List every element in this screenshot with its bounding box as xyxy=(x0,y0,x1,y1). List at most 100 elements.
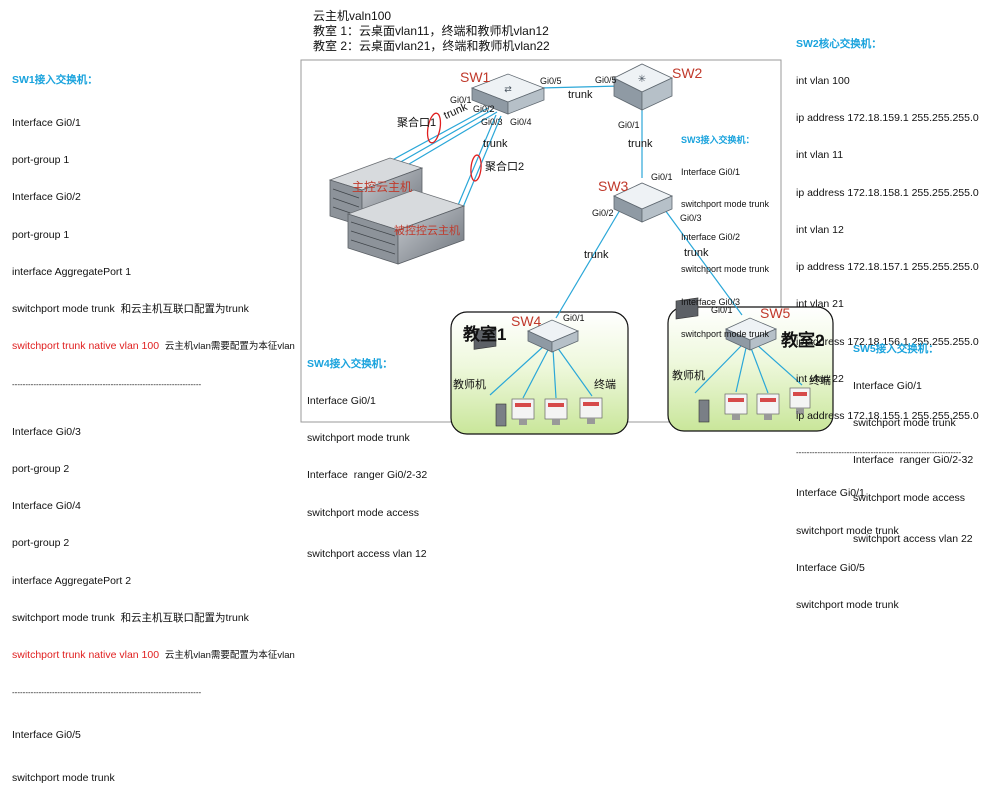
sw1-config-line: Interface Gi0/1 xyxy=(12,117,81,130)
sw2-config-line: ip address 172.18.157.1 255.255.255.0 xyxy=(796,261,979,274)
sw3-config-panel: SW3接入交换机： Interface Gi0/1 switchport mod… xyxy=(681,113,769,351)
sw3-switch-icon xyxy=(613,182,674,223)
sw1-config-line: port-group 1 xyxy=(12,154,70,167)
sw1-trunk1-note: 和云主机互联口配置为trunk xyxy=(120,303,249,316)
sw5-label: SW5 xyxy=(760,305,791,321)
svg-text:✳: ✳ xyxy=(638,74,646,85)
sw2-config-line: int vlan 22 xyxy=(796,372,844,385)
port-label: Gi0/1 xyxy=(450,95,472,105)
room1-teacher-label: 教师机 xyxy=(453,379,486,391)
sw5-config-line: switchport mode trunk xyxy=(853,417,956,430)
sw2-separator: ----------------------------------------… xyxy=(796,448,962,458)
sw2-config-title: SW2核心交换机： xyxy=(796,37,882,50)
sw1-trunk2: switchport mode trunk xyxy=(12,611,115,624)
sw3-config-line: Interface Gi0/1 xyxy=(681,166,741,177)
trunk-label: trunk xyxy=(628,138,653,150)
room2-terminal-1 xyxy=(724,393,748,420)
sw2-label: SW2 xyxy=(672,65,703,81)
room2-teacher-pc xyxy=(675,297,710,423)
sw1-separator: ----------------------------------------… xyxy=(12,688,202,698)
sw5-config-title: SW5接入交换机： xyxy=(853,342,939,355)
sw2-config-line: int vlan 11 xyxy=(796,149,844,162)
network-links xyxy=(369,85,803,399)
top-info-line2: 教室 1：云桌面vlan11，终端和教师机vlan12 xyxy=(313,24,549,38)
room1-terminal-2 xyxy=(544,398,568,425)
trunk-label: trunk xyxy=(684,247,709,259)
controlled-host-label: 被控控云主机 xyxy=(394,225,460,237)
agg2-label: 聚合口2 xyxy=(485,161,525,173)
sw1-config-line: switchport mode trunk xyxy=(12,771,115,784)
sw4-config-line: switchport mode trunk xyxy=(307,432,410,445)
sw4-config-panel: SW4接入交换机： Interface Gi0/1 switchport mod… xyxy=(307,333,427,573)
sw1-config-line: Interface Gi0/3 xyxy=(12,425,81,438)
agg2-ellipse xyxy=(470,154,482,182)
sw1-config-line: Interface Gi0/4 xyxy=(12,500,81,513)
sw4-config-line: switchport access vlan 12 xyxy=(307,547,427,560)
sw5-config-panel: SW5接入交换机： Interface Gi0/1 switchport mod… xyxy=(853,318,973,558)
sw2-switch-icon: ✳ xyxy=(613,63,673,111)
sw2-config-line: ip address 172.18.159.1 255.255.255.0 xyxy=(796,112,979,125)
sw1-config-line: Interface Gi0/2 xyxy=(12,191,81,204)
sw2-config-line: switchport mode trunk xyxy=(796,599,899,612)
port-label: Gi0/5 xyxy=(540,76,562,86)
port-label: Gi0/1 xyxy=(711,305,733,315)
sw2-config-line: int vlan 12 xyxy=(796,223,844,236)
main-host-label: 主控云主机 xyxy=(352,180,413,194)
port-label: Gi0/3 xyxy=(680,213,702,223)
sw5-config-line: Interface ranger Gi0/2-32 xyxy=(853,454,974,467)
room2-terminal-2 xyxy=(756,393,780,420)
sw1-config-line: port-group 1 xyxy=(12,228,70,241)
sw1-native2: switchport trunk native vlan 100 xyxy=(12,649,160,662)
sw3-config-line: switchport mode trunk xyxy=(681,264,770,275)
top-info-line3: 教室 2：云桌面vlan21，终端和教师机vlan22 xyxy=(313,39,550,53)
room2-label: 教室2 xyxy=(781,331,825,350)
room1-terminal-3 xyxy=(579,397,603,424)
room2-terminal-3 xyxy=(789,387,811,414)
sw1-native2-note: 云主机vlan需要配置为本征vlan xyxy=(164,650,295,662)
svg-text:⇄: ⇄ xyxy=(504,85,512,95)
room1-terminal-label: 终端 xyxy=(594,379,616,391)
sw4-config-line: switchport mode access xyxy=(307,506,420,519)
sw2-config-line: Interface Gi0/5 xyxy=(796,561,865,574)
trunk-label: trunk xyxy=(584,249,609,261)
sw1-native1: switchport trunk native vlan 100 xyxy=(12,340,160,353)
sw4-config-line: Interface Gi0/1 xyxy=(307,395,376,408)
sw3-config-line: switchport mode trunk xyxy=(681,199,770,210)
sw1-separator: ----------------------------------------… xyxy=(12,379,202,389)
room1-terminal-1 xyxy=(511,398,535,425)
port-label: Gi0/2 xyxy=(592,208,614,218)
sw3-label: SW3 xyxy=(598,178,629,194)
sw1-native1-note: 云主机vlan需要配置为本征vlan xyxy=(164,341,295,353)
port-label: Gi0/2 xyxy=(473,104,495,114)
sw1-config-line: port-group 2 xyxy=(12,463,70,475)
sw3-config-line: Interface Gi0/3 xyxy=(681,296,741,307)
sw1-trunk1: switchport mode trunk xyxy=(12,303,115,316)
port-label: Gi0/4 xyxy=(510,117,532,127)
port-label: Gi0/5 xyxy=(595,75,617,85)
top-info-line1: 云主机valn100 xyxy=(313,9,392,23)
room2-teacher-label: 教师机 xyxy=(672,370,705,382)
sw2-config-line: int vlan 100 xyxy=(796,75,850,88)
sw1-config-line: interface AggregatePort 2 xyxy=(12,574,132,587)
sw1-config-title: SW1接入交换机： xyxy=(12,73,98,86)
sw3-config-title: SW3接入交换机： xyxy=(681,134,755,145)
controlled-host-server xyxy=(346,189,466,265)
room2-terminal-label: 终端 xyxy=(809,375,831,387)
sw4-label: SW4 xyxy=(511,313,542,329)
sw1-label: SW1 xyxy=(460,69,491,85)
sw2-config-line: ip address 172.18.155.1 255.255.255.0 xyxy=(796,410,979,422)
port-label: Gi0/1 xyxy=(651,172,673,182)
sw2-config-line: ip address 172.18.156.1 255.255.255.0 xyxy=(796,335,979,348)
sw5-config-line: Interface Gi0/1 xyxy=(853,380,922,393)
sw2-config-line: ip address 172.18.158.1 255.255.255.0 xyxy=(796,186,979,199)
sw1-switch-icon: ⇄ xyxy=(470,73,546,115)
sw5-config-line: switchport mode access xyxy=(853,491,966,504)
port-label: Gi0/3 xyxy=(481,117,503,127)
sw5-config-line: switchport access vlan 22 xyxy=(853,532,973,545)
sw4-switch-icon xyxy=(527,319,580,353)
sw2-config-panel: SW2核心交换机： int vlan 100 ip address 172.18… xyxy=(796,13,979,624)
top-info: 云主机valn100 教室 1：云桌面vlan11，终端和教师机vlan12 教… xyxy=(313,9,550,54)
agg1-ellipse xyxy=(426,112,442,144)
sw1-config-line: port-group 2 xyxy=(12,537,70,550)
sw1-config-line: Interface Gi0/5 xyxy=(12,728,81,741)
